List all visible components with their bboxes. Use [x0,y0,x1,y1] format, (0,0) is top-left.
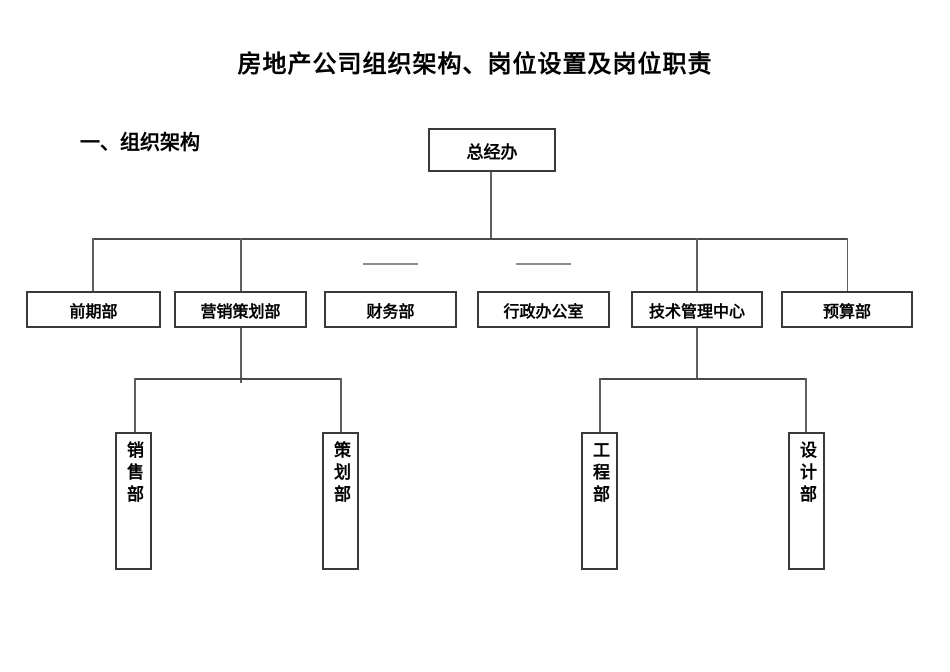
node-design-dept: 设计部 [788,432,825,570]
node-engineering-dept: 工程部 [581,432,618,570]
node-planning-dept: 策划部 [322,432,359,570]
node-finance-dept: 财务部 [324,291,457,328]
dash-stub-admin [516,263,571,265]
node-sales-dept-label: 销售部 [124,441,143,507]
node-marketing-planning-dept-label: 营销策划部 [200,303,281,321]
section-heading: 一、组织架构 [80,132,200,154]
connector-marketing-stem [240,328,242,383]
node-sales-dept: 销售部 [115,432,152,570]
node-planning-dept-label: 策划部 [331,441,350,507]
node-admin-office-label: 行政办公室 [503,303,584,321]
dash-stub-finance [363,263,418,265]
node-design-dept-label: 设计部 [797,441,816,507]
node-general-office: 总经办 [428,128,556,172]
connector-marketing-bar [134,378,341,380]
connector-drop-design [805,378,807,432]
page-title: 房地产公司组织架构、岗位设置及岗位职责 [237,52,713,78]
node-engineering-dept-label: 工程部 [590,441,609,507]
connector-root-stem [490,172,492,238]
node-tech-management-center-label: 技术管理中心 [648,303,745,321]
connector-tech-stem [696,328,698,378]
connector-drop-engineering [599,378,601,432]
node-admin-office: 行政办公室 [477,291,610,328]
connector-drop-preliminary [92,238,94,291]
node-finance-dept-label: 财务部 [366,303,415,321]
connector-tech-bar [599,378,806,380]
connector-drop-tech [696,238,698,291]
connector-level2-bar [92,238,848,240]
node-preliminary-dept: 前期部 [26,291,161,328]
node-budget-dept: 预算部 [781,291,913,328]
node-budget-dept-label: 预算部 [822,303,871,321]
connector-drop-budget [846,238,848,291]
connector-drop-sales [134,378,136,432]
connector-drop-marketing [240,238,242,291]
connector-drop-planning [340,378,342,432]
node-marketing-planning-dept: 营销策划部 [174,291,307,328]
node-preliminary-dept-label: 前期部 [69,303,118,321]
node-tech-management-center: 技术管理中心 [631,291,763,328]
node-general-office-label: 总经办 [466,142,518,162]
